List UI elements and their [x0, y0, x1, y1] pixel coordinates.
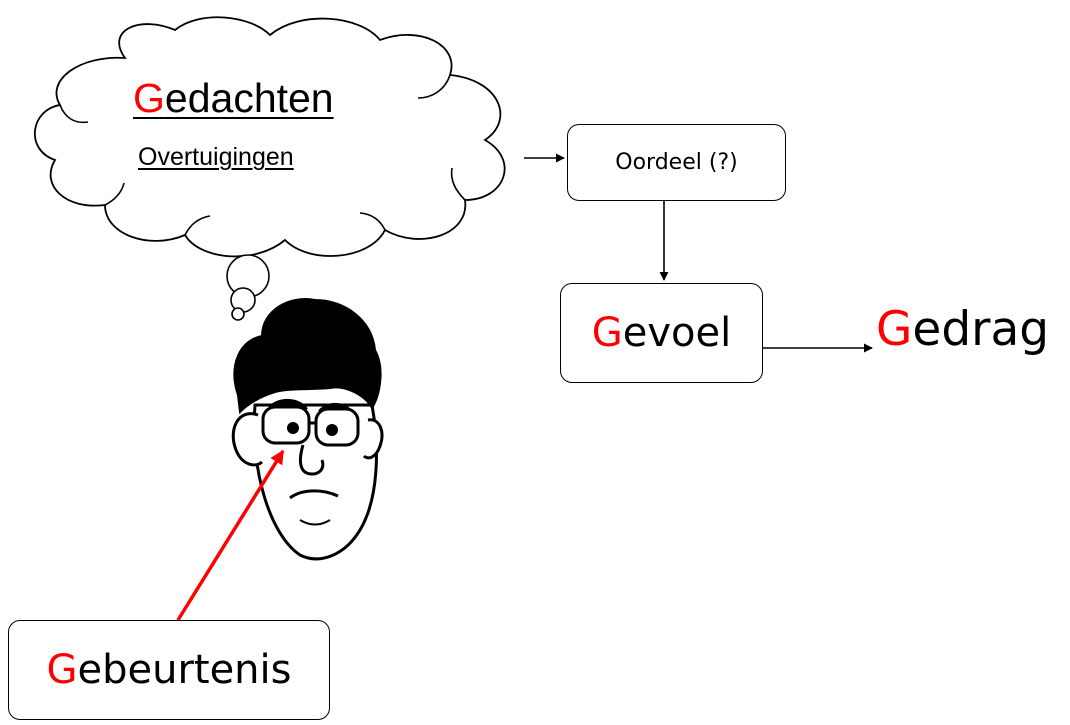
thought-cloud-icon [33, 16, 506, 321]
feeling-rest: evoel [622, 310, 732, 356]
worried-man-with-glasses-icon [231, 298, 384, 561]
thought-title: Gedachten [133, 78, 334, 119]
event-rest: ebeurtenis [77, 647, 292, 693]
behaviour-rest: edrag [912, 302, 1050, 357]
thought-title-rest: edachten [164, 75, 334, 121]
arrow-event-to-person [176, 449, 285, 621]
event-initial: G [46, 647, 78, 693]
thought-title-initial: G [133, 75, 165, 121]
judgement-label: Oordeel (?) [615, 150, 738, 175]
thought-subtitle: Overtuigingen [138, 143, 294, 171]
behaviour-label: Gedrag [876, 306, 1049, 353]
feeling-initial: G [591, 310, 623, 356]
behaviour-initial: G [876, 302, 913, 357]
judgement-box: Oordeel (?) [567, 124, 786, 201]
